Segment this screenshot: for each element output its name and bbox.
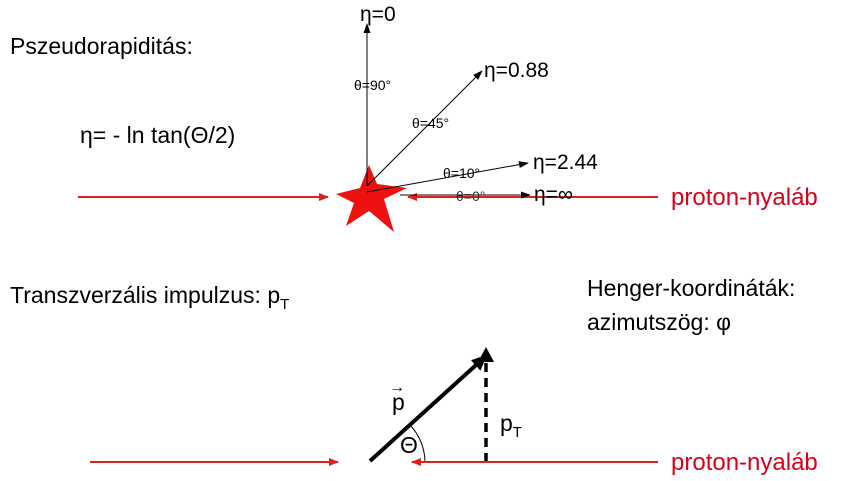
eta-088-label: η=0.88 bbox=[484, 59, 549, 82]
pt-arrowhead-icon bbox=[478, 347, 494, 362]
collision-star-icon bbox=[336, 165, 407, 232]
pseudorapidity-title: Pszeudorapiditás: bbox=[10, 33, 193, 59]
momentum-label: p bbox=[392, 389, 405, 415]
theta-0-label: θ=0° bbox=[456, 188, 485, 204]
eta-244-label: η=2.44 bbox=[533, 151, 598, 174]
ray-theta-10 bbox=[366, 161, 529, 193]
beam-label-top: proton-nyaláb bbox=[671, 184, 818, 211]
vector-arrow-icon: → bbox=[389, 379, 405, 396]
theta-45-label: θ=45° bbox=[412, 115, 449, 131]
eta-0-label: η=0 bbox=[360, 3, 396, 26]
theta-arc bbox=[409, 424, 426, 463]
theta-angle-label: Θ bbox=[400, 432, 418, 458]
momentum-vector-arrow bbox=[368, 354, 488, 463]
eta-formula: η= - ln tan(Θ/2) bbox=[80, 122, 235, 148]
beam-label-bottom: proton-nyaláb bbox=[671, 449, 818, 476]
pt-label: pT bbox=[500, 410, 522, 441]
cylindrical-coords-label: Henger-koordináták: bbox=[587, 275, 795, 301]
eta-inf-label: η=∞ bbox=[534, 183, 573, 206]
theta-90-label: θ=90° bbox=[354, 77, 391, 93]
ray-theta-45 bbox=[366, 70, 483, 187]
transverse-momentum-label: Transzverzális impulzus: pT bbox=[10, 282, 289, 313]
theta-10-label: θ=10° bbox=[443, 165, 480, 181]
azimuth-label: azimutszög: φ bbox=[587, 309, 731, 335]
